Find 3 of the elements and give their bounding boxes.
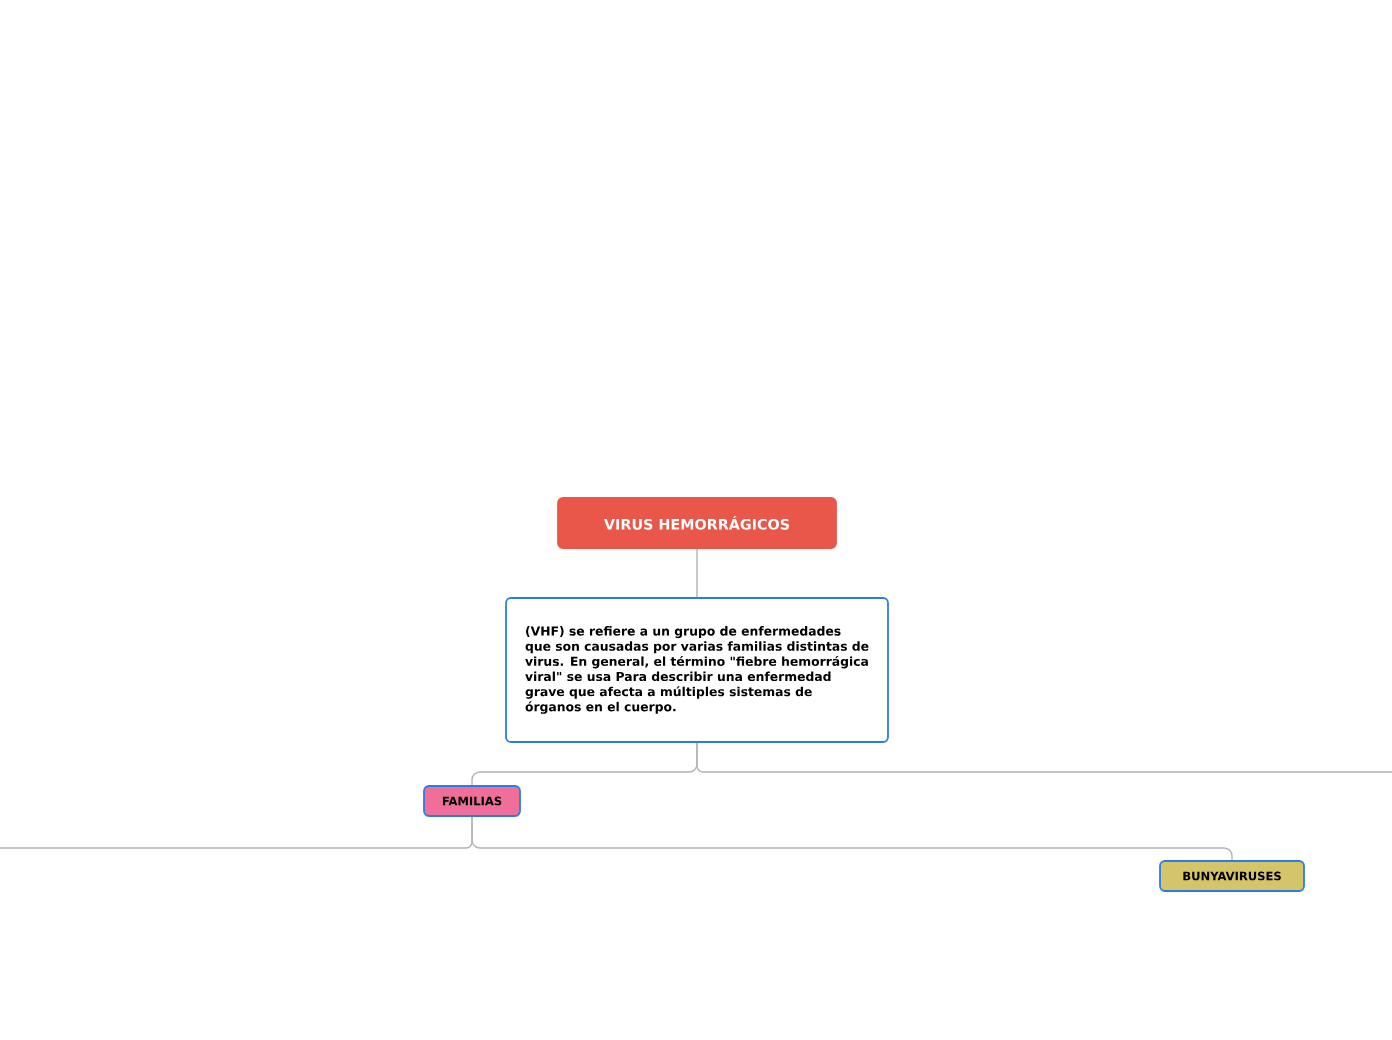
connector-line (696, 548, 698, 598)
connector-line (696, 742, 1392, 773)
connector-line (0, 816, 473, 849)
